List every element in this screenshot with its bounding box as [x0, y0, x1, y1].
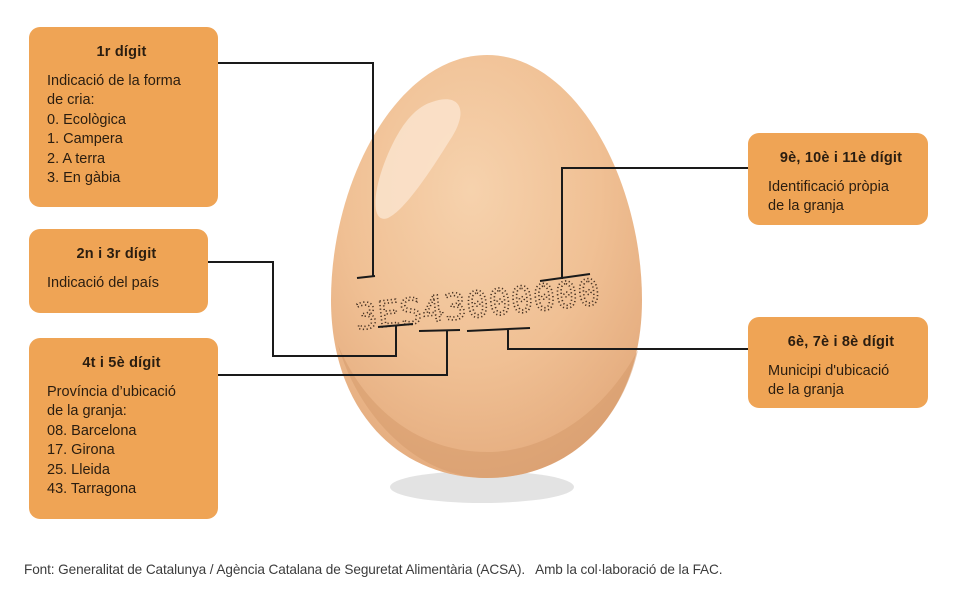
box-line: de cria: — [47, 92, 95, 108]
connector-box3 — [218, 331, 448, 376]
box-line: 0. Ecològica — [47, 111, 126, 128]
box-line: Indicació de la forma — [47, 72, 181, 89]
egg-lower-shade — [338, 345, 638, 478]
box-line: 17. Girona — [47, 442, 115, 458]
collab-text: Amb la col·laboració de la FAC. — [535, 562, 723, 577]
box-line: 25. Lleida — [47, 461, 110, 478]
bracket-digits-9-11 — [539, 273, 591, 282]
info-box-digits-2-3: 2n i 3r dígit Indicació del país — [29, 229, 208, 313]
box-title: 6è, 7è i 8è dígit — [787, 334, 895, 350]
box-line: de la granja — [768, 198, 844, 214]
egg-highlight — [375, 99, 461, 219]
box-line: 43. Tarragona — [47, 481, 137, 497]
connector-box4 — [561, 167, 748, 279]
egg-shadow — [390, 471, 574, 503]
connector-box2 — [208, 261, 397, 357]
box-title: 2n i 3r dígit — [76, 246, 157, 262]
box-line: Indicació del país — [47, 274, 160, 291]
info-box-digits-6-8: 6è, 7è i 8è dígit Municipi d'ubicació de… — [748, 317, 928, 408]
info-box-digits-4-5: 4t i 5è dígit Província d’ubicació de la… — [29, 338, 218, 519]
box-line: de la granja: — [47, 403, 127, 419]
info-box-digits-9-11: 9è, 10è i 11è dígit Identificació pròpia… — [748, 133, 928, 225]
connector-lines — [208, 62, 748, 376]
box-line: 1. Campera — [47, 131, 123, 147]
box-line: 3. En gàbia — [47, 170, 121, 186]
source-caption: Font: Generalitat de Catalunya / Agència… — [24, 562, 723, 577]
box-title: 4t i 5è dígit — [82, 355, 161, 371]
source-text: Font: Generalitat de Catalunya / Agència… — [24, 562, 526, 577]
bracket-digits-4-5 — [418, 329, 461, 332]
connector-box5 — [507, 330, 748, 350]
box-line: Identificació pròpia — [768, 178, 889, 195]
box-line: Província d’ubicació — [47, 383, 176, 400]
box-line: de la granja — [768, 382, 844, 398]
bracket-digits-2-3 — [377, 323, 414, 328]
box-line: Municipi d'ubicació — [768, 362, 890, 379]
box-title: 9è, 10è i 11è dígit — [779, 150, 903, 166]
box-line: 2. A terra — [47, 150, 106, 167]
digit-brackets — [356, 273, 591, 332]
box-line: 08. Barcelona — [47, 422, 137, 439]
box-title: 1r dígit — [96, 44, 147, 60]
connector-box1 — [218, 62, 374, 277]
info-box-digit-1: 1r dígit Indicació de la forma de cria: … — [29, 27, 218, 207]
bracket-digits-6-8 — [466, 327, 531, 332]
